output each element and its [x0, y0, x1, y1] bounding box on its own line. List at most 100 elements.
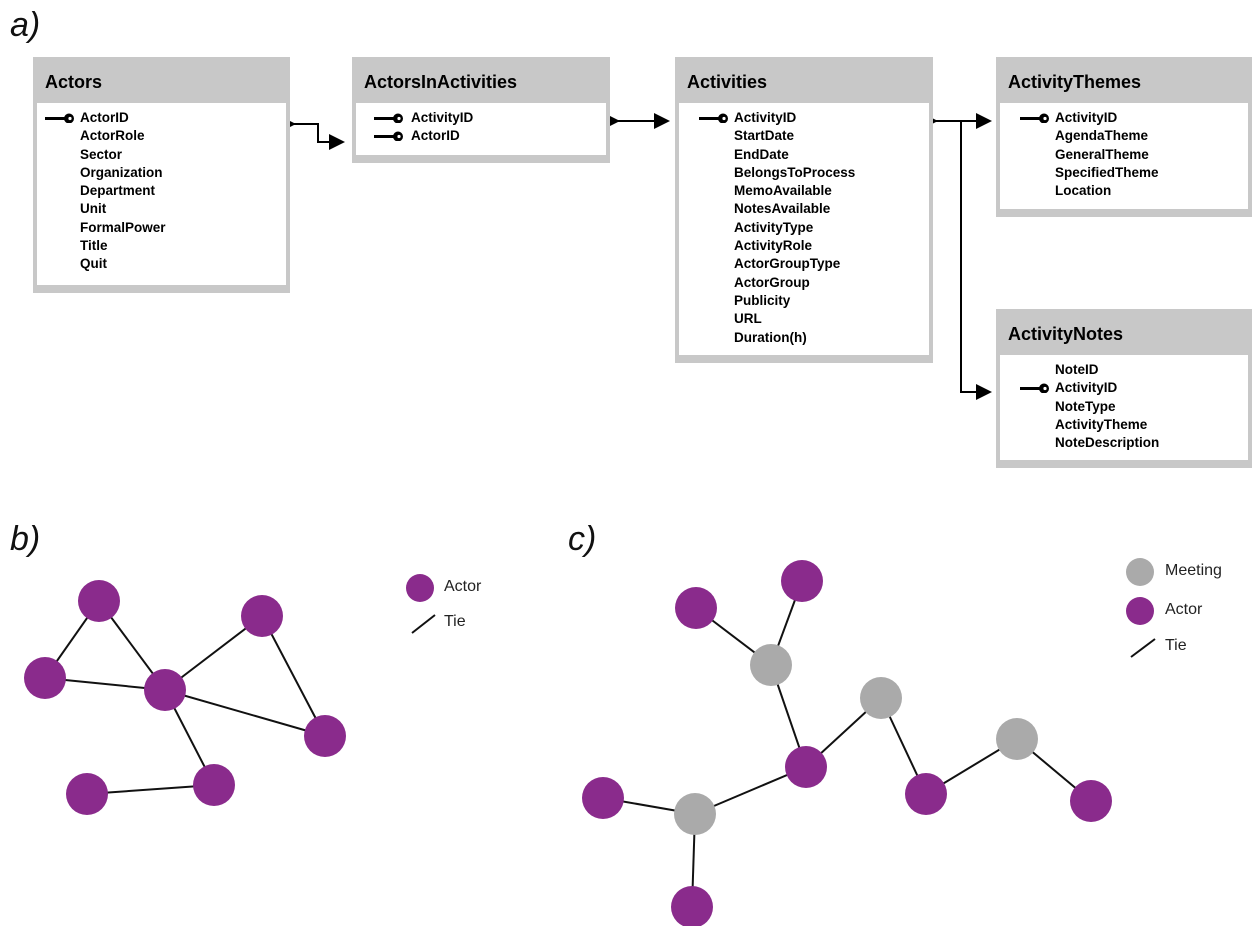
table-body: ActivityID ActorID: [356, 103, 606, 155]
field: MemoAvailable: [734, 183, 832, 199]
key-icon: [1020, 113, 1049, 123]
actor-node: [66, 773, 108, 815]
actors-c: [582, 560, 1112, 926]
field: NoteDescription: [1055, 435, 1160, 451]
actor-node: [304, 715, 346, 757]
field: NotesAvailable: [734, 201, 831, 217]
field-name: ActorID: [80, 110, 129, 125]
field: ActorRole: [80, 128, 145, 144]
field-name: ActivityID: [411, 110, 474, 125]
field: ActorGroupType: [734, 256, 841, 272]
panel-label-c: c): [568, 520, 597, 558]
legend-actor-swatch: [406, 574, 434, 602]
field: StartDate: [734, 128, 795, 144]
table-body: ActivityID AgendaTheme GeneralTheme Spec…: [1000, 103, 1248, 209]
table-title: ActivityNotes: [1008, 324, 1124, 344]
actor-node: [241, 595, 283, 637]
key-icon: [374, 113, 403, 123]
field: Department: [80, 183, 156, 199]
field: NoteID: [1055, 362, 1099, 377]
actor-node: [905, 773, 947, 815]
field: ActivityTheme: [1055, 416, 1148, 432]
field-name: ActivityID: [734, 110, 797, 125]
key-icon: [1020, 383, 1049, 394]
table-actors: Actors ActorID ActorRole Sector Organiza…: [33, 57, 290, 293]
meeting-node: [860, 677, 902, 719]
actor-node: [1070, 780, 1112, 822]
field-name: ActorID: [411, 128, 460, 144]
field: URL: [734, 311, 762, 327]
actor-node: [193, 764, 235, 806]
field: BelongsToProcess: [734, 164, 856, 180]
table-title: Activities: [687, 72, 768, 92]
actor-node: [785, 746, 827, 788]
field: ActivityRole: [734, 238, 813, 254]
table-activitythemes: ActivityThemes ActivityID AgendaTheme Ge…: [996, 57, 1252, 217]
table-activities: Activities ActivityID StartDate EndDate …: [675, 57, 933, 363]
field: ActivityType: [734, 219, 814, 235]
actor-node: [144, 669, 186, 711]
field-name: ActivityID: [1055, 110, 1118, 125]
actor-node: [582, 777, 624, 819]
field: Publicity: [734, 292, 791, 308]
field: GeneralTheme: [1055, 146, 1149, 162]
field-name: ActivityID: [1055, 380, 1118, 396]
field: Location: [1055, 183, 1112, 199]
field: NoteType: [1055, 398, 1116, 414]
actor-node: [781, 560, 823, 602]
table-actorsinactivities: ActorsInActivities ActivityID ActorID: [352, 57, 610, 163]
meetings-c: [674, 644, 1038, 835]
actor-node: [24, 657, 66, 699]
legend-c-actor-label: Actor: [1165, 601, 1203, 618]
table-body: NoteID ActivityID NoteType ActivityTheme…: [1000, 355, 1248, 460]
field: AgendaTheme: [1055, 128, 1149, 144]
key-icon: [699, 113, 728, 123]
legend-b-tie-label: Tie: [444, 613, 466, 630]
panel-label-b: b): [10, 520, 41, 558]
legend-c-tie-label: Tie: [1165, 637, 1187, 654]
table-title: Actors: [45, 72, 103, 92]
table-body: ActorID ActorRole Sector Organization De…: [37, 103, 286, 285]
field-key: ActivityID: [1000, 109, 1248, 127]
table-body: ActivityID StartDate EndDate BelongsToPr…: [679, 103, 929, 355]
actors-b: [24, 580, 346, 815]
field: Title: [80, 238, 108, 254]
meeting-node: [996, 718, 1038, 760]
field: Quit: [80, 256, 107, 272]
field: Duration(h): [734, 329, 807, 345]
key-icon: [374, 131, 403, 142]
tie: [261, 615, 326, 737]
connector-actors-actorsinactivities: [280, 116, 345, 150]
meeting-node: [750, 644, 792, 686]
legend-c-meeting-label: Meeting: [1165, 562, 1222, 579]
field: ActorGroup: [734, 274, 810, 290]
connector-activities-activitynotes: [960, 121, 992, 400]
field: Sector: [80, 146, 123, 162]
ties-b: [44, 600, 326, 795]
field: Organization: [80, 164, 163, 180]
legend-b-actor-label: Actor: [444, 578, 482, 595]
field-key: ActorID: [356, 127, 606, 145]
legend-tie-swatch: [1130, 638, 1156, 658]
key-icon: [45, 113, 74, 123]
legend-meeting-swatch: [1126, 558, 1154, 586]
field: SpecifiedTheme: [1055, 164, 1159, 180]
actor-node: [78, 580, 120, 622]
table-title: ActorsInActivities: [364, 72, 518, 92]
field-key: ActivityID: [356, 109, 606, 127]
field: EndDate: [734, 146, 789, 162]
tie: [86, 784, 215, 795]
panel-label-a: a): [10, 6, 41, 44]
legend-tie-swatch: [411, 614, 436, 634]
actor-node: [675, 587, 717, 629]
field-key: ActorID: [37, 109, 286, 127]
legend-actor-swatch: [1126, 597, 1154, 625]
field-key: ActivityID: [679, 109, 929, 127]
meeting-node: [674, 793, 716, 835]
relationship-connectors: [280, 113, 992, 400]
table-activitynotes: ActivityNotes NoteID ActivityID NoteType…: [996, 309, 1252, 468]
field-key: ActivityID: [1000, 379, 1248, 397]
field: FormalPower: [80, 219, 166, 235]
actor-node: [671, 886, 713, 926]
